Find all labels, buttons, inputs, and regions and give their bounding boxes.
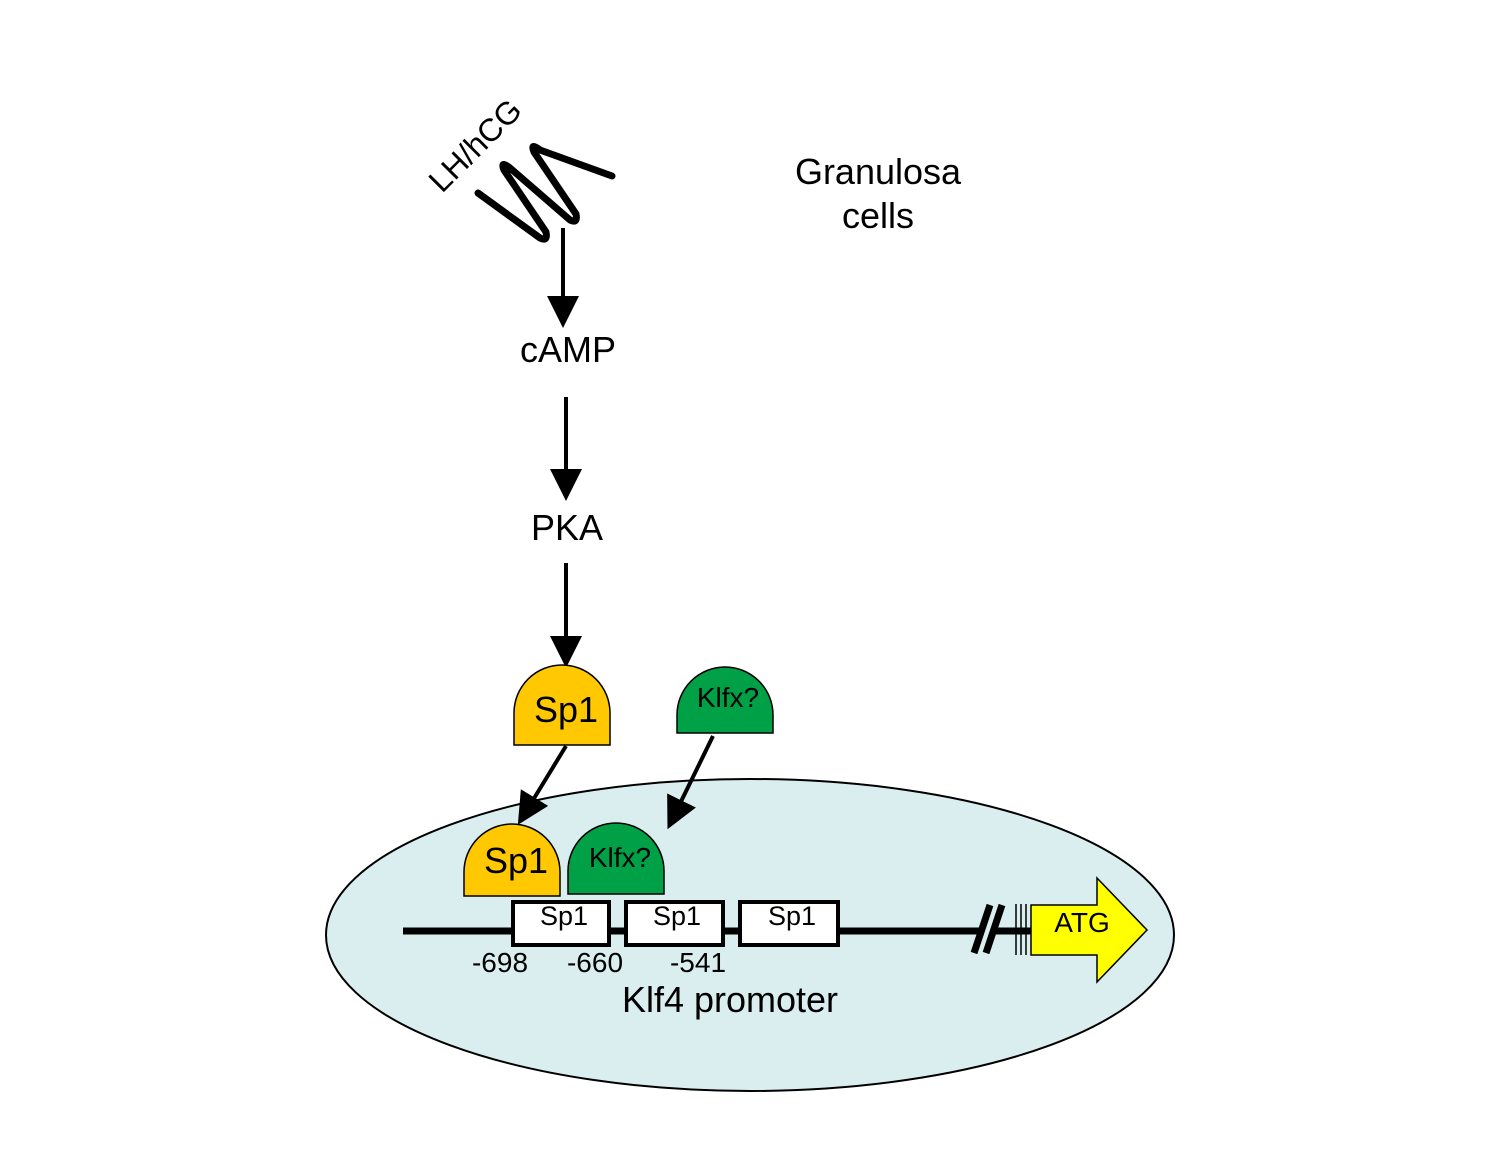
sp1-site-box-3	[738, 900, 840, 947]
dna-break-mark-1	[970, 903, 994, 955]
receptor-coil	[474, 143, 616, 243]
klfx-bound-shape	[567, 822, 665, 895]
klfx-bound-label: Klfx?	[589, 842, 651, 873]
sp1-site-box-2	[624, 900, 725, 947]
sp1-bound-shape	[463, 823, 561, 897]
klfx-free-shape	[676, 666, 774, 734]
arrow-sp1-binding	[517, 744, 568, 825]
sp1-site-label-2: Sp1	[653, 901, 701, 931]
dna-break-mark-2	[982, 903, 1006, 955]
position-label-2: -660	[567, 947, 623, 978]
position-label-1: -698	[472, 947, 528, 978]
position-label-3: -541	[670, 947, 726, 978]
sp1-free-shape	[513, 664, 611, 746]
atg-arrow	[1030, 876, 1149, 984]
atg-label: ATG	[1054, 907, 1109, 938]
camp-label: cAMP	[520, 329, 616, 370]
cell-type-line2: cells	[842, 195, 914, 236]
promoter-label: Klf4 promoter	[622, 979, 838, 1020]
pka-label: PKA	[531, 507, 603, 548]
sp1-bound-label: Sp1	[484, 840, 548, 881]
cell-type-line1: Granulosa	[795, 151, 962, 192]
klfx-free-label: Klfx?	[697, 682, 759, 713]
sp1-site-label-1: Sp1	[540, 901, 588, 931]
sp1-free-label: Sp1	[534, 689, 598, 730]
sp1-site-box-1	[511, 900, 611, 947]
sp1-site-label-3: Sp1	[768, 901, 816, 931]
arrow-klfx-binding	[667, 735, 715, 830]
